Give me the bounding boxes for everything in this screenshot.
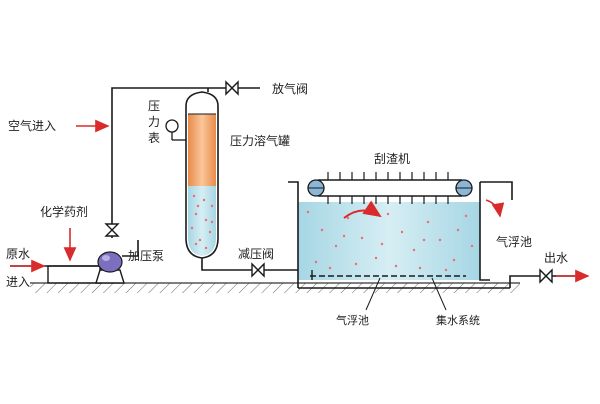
raw-water-base — [47, 265, 101, 284]
label-raw-water-1: 原水 — [6, 247, 30, 261]
label-raw-water-2: 进入 — [6, 275, 30, 289]
label-gauge-2: 力 — [148, 115, 160, 129]
scraper — [307, 172, 473, 204]
flotation-tank — [288, 181, 510, 289]
air-pipe — [111, 87, 208, 238]
label-reducing-valve: 减压阀 — [238, 247, 274, 261]
label-air-in: 空气进入 — [8, 118, 56, 133]
label-pressure-tank: 压力溶气罐 — [230, 133, 290, 148]
surface-flow-arrow — [343, 200, 382, 219]
reducing-valve — [251, 262, 265, 278]
label-bottom-left: 气浮池 — [336, 313, 369, 327]
pressure-tank — [185, 91, 219, 259]
booster-pump — [95, 251, 125, 284]
tank-outlet-pipe — [201, 258, 312, 271]
pressure-gauge — [165, 119, 186, 141]
label-water-out: 出水 — [544, 251, 568, 265]
leader-bottom-left — [365, 277, 381, 311]
flotation-bubbles — [306, 210, 474, 272]
label-gauge-3: 表 — [148, 131, 160, 145]
label-flotation-tank: 气浮池 — [496, 234, 532, 249]
outlet-valve — [539, 268, 553, 284]
label-gauge-1: 压 — [148, 99, 160, 113]
leader-bottom-right — [431, 277, 447, 311]
pump-to-tank-pipe — [122, 240, 139, 257]
label-bottom-right: 集水系统 — [436, 313, 480, 327]
label-vent-valve: 放气阀 — [272, 81, 308, 96]
label-booster-pump: 加压泵 — [128, 249, 164, 263]
overflow-arrow — [485, 199, 505, 218]
label-scraper: 刮渣机 — [374, 152, 410, 166]
label-chemical: 化学药剂 — [40, 204, 88, 219]
air-check-valve — [104, 223, 120, 237]
vent-pipe — [207, 87, 260, 92]
vent-valve — [225, 80, 239, 96]
